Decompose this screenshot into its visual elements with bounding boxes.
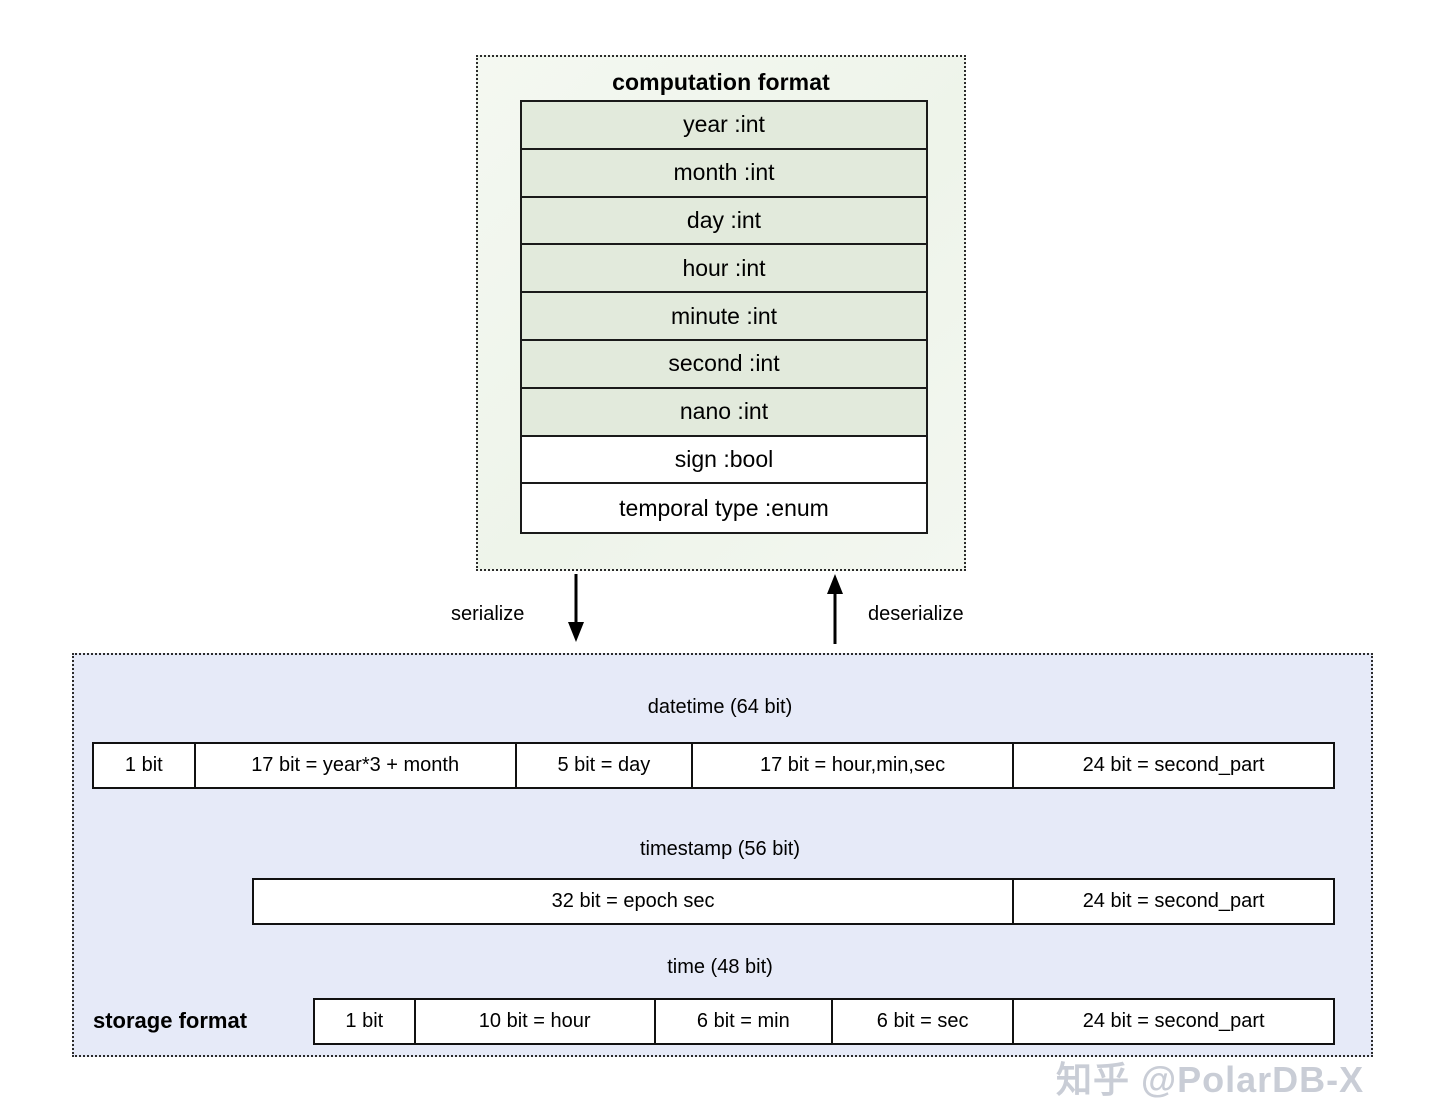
computation-format-title: computation format [612,69,830,95]
serialize-label: serialize [451,603,525,625]
field-row-day: day :int [522,197,926,246]
field-row-minute: minute :int [522,293,926,341]
computation-format-box: computation format year :int month :int … [476,55,966,571]
timestamp-cell-epoch-sec: 32 bit = epoch sec [254,880,1015,923]
time-row-caption: time (48 bit) [667,956,773,978]
time-cell-second-part: 24 bit = second_part [1014,1000,1334,1043]
datetime-cell-hms: 17 bit = hour,min,sec [693,744,1015,787]
datetime-cell-day: 5 bit = day [516,744,694,787]
deserialize-label: deserialize [868,603,964,625]
time-cell-min: 6 bit = min [655,1000,833,1043]
datetime-cell-second-part: 24 bit = second_part [1014,744,1334,787]
field-row-nano: nano :int [522,388,926,437]
computation-format-field-list: year :int month :int day :int hour :int … [520,100,928,535]
time-cell-sign: 1 bit [315,1000,416,1043]
field-row-second: second :int [522,340,926,389]
deserialize-arrow-icon [827,574,843,644]
field-row-year: year :int [522,102,926,150]
storage-format-label: storage format [93,1008,248,1033]
time-cell-sec: 6 bit = sec [832,1000,1015,1043]
time-bit-row: 1 bit 10 bit = hour 6 bit = min 6 bit = … [313,998,1335,1045]
datetime-bit-row: 1 bit 17 bit = year*3 + month 5 bit = da… [92,742,1335,789]
time-cell-hour: 10 bit = hour [415,1000,656,1043]
timestamp-bit-row: 32 bit = epoch sec 24 bit = second_part [252,878,1335,925]
serialize-arrow-icon [568,574,584,642]
storage-format-box [72,653,1373,1057]
field-row-temporal-type: temporal type :enum [522,484,926,533]
datetime-row-caption: datetime (64 bit) [647,696,793,718]
field-row-month: month :int [522,149,926,198]
field-row-sign: sign :bool [522,436,926,485]
field-row-hour: hour :int [522,245,926,294]
datetime-cell-year-month: 17 bit = year*3 + month [195,744,517,787]
datetime-cell-sign: 1 bit [94,744,196,787]
timestamp-cell-second-part: 24 bit = second_part [1014,880,1333,923]
watermark: 知乎 @PolarDB-X [1056,1059,1365,1100]
timestamp-row-caption: timestamp (56 bit) [639,838,801,860]
